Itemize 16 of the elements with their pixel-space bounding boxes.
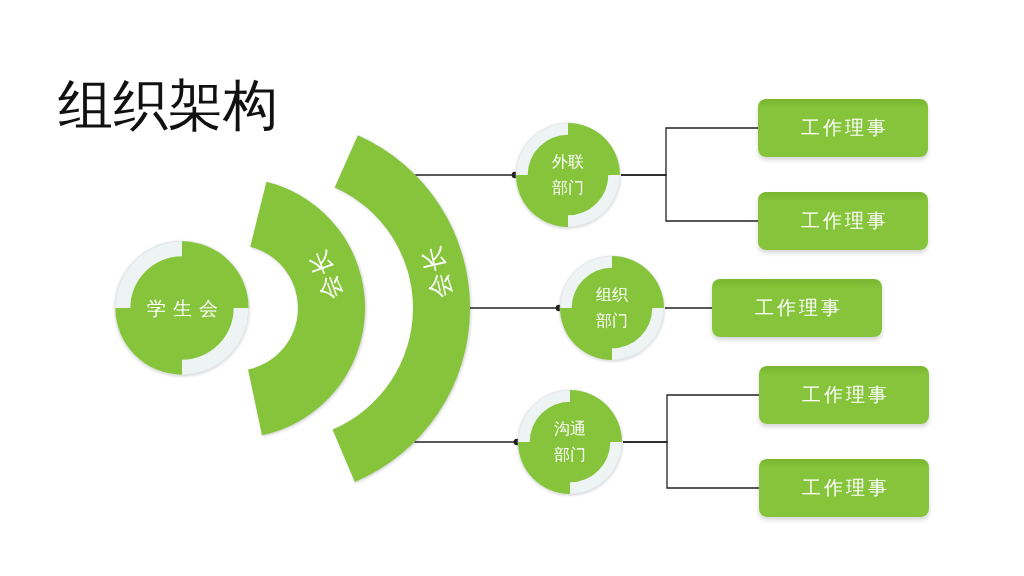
page-title: 组织架构 (58, 74, 278, 136)
role-box: 工作理事 (759, 366, 929, 424)
role-box: 工作理事 (758, 192, 928, 250)
role-box: 工作理事 (759, 459, 929, 517)
department-circle: 外联部门 (515, 122, 621, 228)
circle-node: 学生会 (114, 240, 250, 376)
role-box: 工作理事 (758, 99, 928, 157)
connector-line (664, 307, 713, 309)
arc-band (248, 181, 365, 436)
role-box: 工作理事 (712, 279, 882, 337)
connector-line (620, 174, 759, 222)
department-circle: 组织部门 (559, 255, 665, 361)
arc-label: 会长 (418, 240, 457, 303)
department-circle: 沟通部门 (517, 389, 623, 495)
arc-label: 会长 (304, 244, 347, 306)
connector-line (622, 441, 760, 489)
